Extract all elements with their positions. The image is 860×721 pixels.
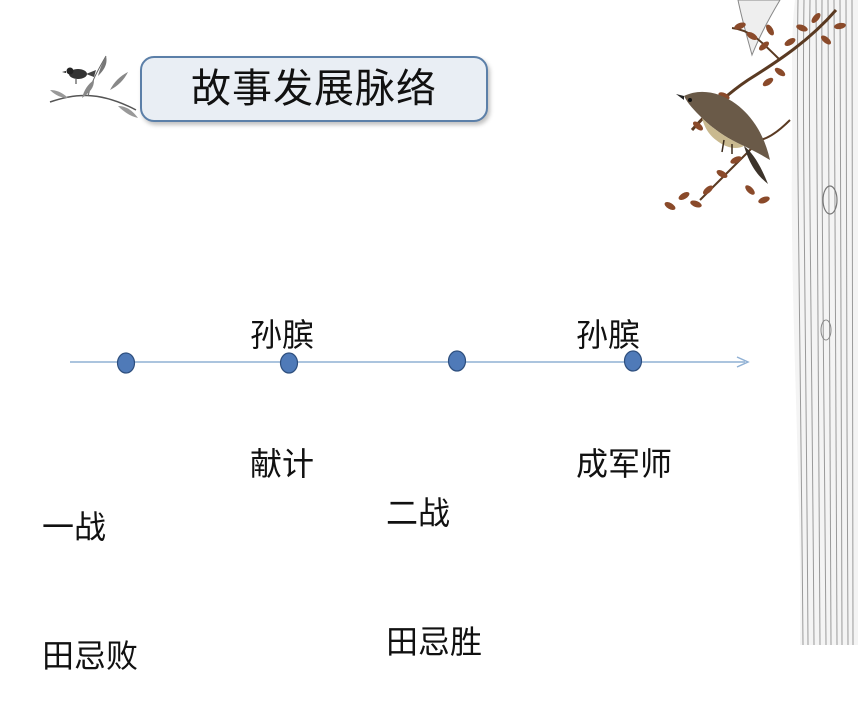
event-label-battle1: 一战 田忌败 <box>42 420 138 721</box>
title-box: 故事发展脉络 <box>140 56 488 122</box>
event-battle1-line1: 一战 <box>42 508 107 546</box>
page-title: 故事发展脉络 <box>191 66 437 112</box>
event-advisor-line2: 成军师 <box>576 445 673 483</box>
bird-on-branch-icon <box>49 55 138 118</box>
event-battle1-line2: 田忌败 <box>42 637 139 675</box>
timeline-node-plan <box>279 352 299 374</box>
event-label-advisor: 孙膑 成军师 <box>576 228 672 529</box>
event-plan-line2: 献计 <box>250 445 315 483</box>
event-advisor-line1: 孙膑 <box>576 316 641 354</box>
timeline <box>70 350 750 374</box>
timeline-node-battle1 <box>116 352 136 374</box>
event-label-battle2: 二战 田忌胜 <box>386 406 482 707</box>
event-battle2-line1: 二战 <box>386 494 451 532</box>
timeline-arrowhead <box>736 356 750 368</box>
timeline-node-advisor <box>623 350 643 372</box>
bird-on-tree-icon <box>664 0 858 645</box>
event-battle2-line2: 田忌胜 <box>386 623 483 661</box>
event-label-plan: 孙膑 献计 <box>250 228 314 529</box>
timeline-node-battle2 <box>447 350 467 372</box>
event-plan-line1: 孙膑 <box>250 316 315 354</box>
